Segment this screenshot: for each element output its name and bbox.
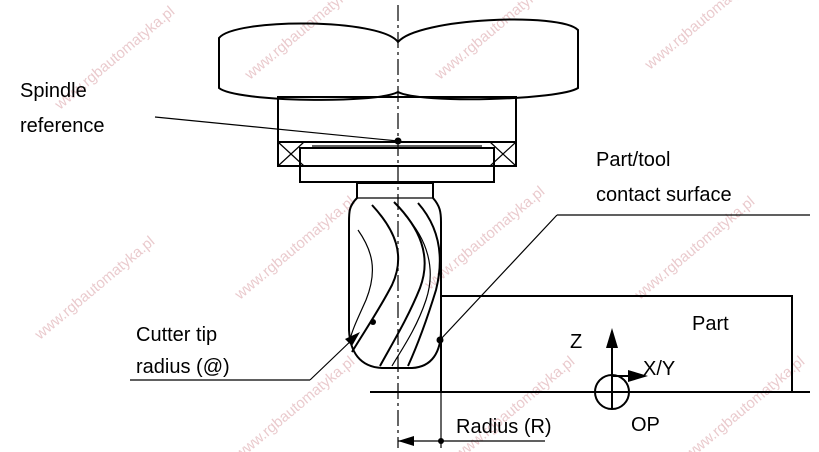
cutter-tip-label-line2: radius (@) xyxy=(136,356,230,378)
watermark-text: www.rgbautomatyka.pl xyxy=(241,0,368,84)
cutter-tip-center-point xyxy=(370,319,376,325)
cutter-tip-arrow-head xyxy=(345,332,360,346)
spindle-reference-label-line2: reference xyxy=(20,115,105,137)
z-arrow-head xyxy=(606,328,618,348)
part-block xyxy=(440,295,793,392)
watermark-text: www.rgbautomatyka.pl xyxy=(231,193,358,304)
watermark-text: www.rgbautomatyka.pl xyxy=(631,193,758,304)
xy-axis-label: X/Y xyxy=(643,358,675,380)
spindle-reference-point xyxy=(394,137,402,145)
spindle-head xyxy=(218,18,579,101)
end-mill xyxy=(348,182,442,369)
watermark-text: www.rgbautomatyka.pl xyxy=(431,0,558,84)
spindle-housing xyxy=(277,96,517,143)
radius-label: Radius (R) xyxy=(456,416,552,438)
contact-surface-label-line2: contact surface xyxy=(596,184,732,206)
watermark-layer: www.rgbautomatyka.pl www.rgbautomatyka.p… xyxy=(31,0,808,452)
watermark-text: www.rgbautomatyka.pl xyxy=(641,0,768,74)
spindle-reference-label-line1: Spindle xyxy=(20,80,87,102)
end-mill-flutes xyxy=(349,201,441,367)
cutter-tip-leader xyxy=(309,335,357,381)
cutter-tip-label-line1: Cutter tip xyxy=(136,324,217,346)
contact-surface-leader xyxy=(439,214,558,341)
spindle-reference-leader xyxy=(154,116,399,142)
watermark-text: www.rgbautomatyka.pl xyxy=(231,353,358,452)
origin-point-label: OP xyxy=(631,414,660,436)
xy-arrow-head xyxy=(628,370,648,382)
radius-arrow-head xyxy=(398,436,414,446)
contact-surface-label-line1: Part/tool xyxy=(596,149,670,171)
part-label: Part xyxy=(692,313,729,335)
contact-surface-point xyxy=(436,336,444,344)
watermark-text: www.rgbautomatyka.pl xyxy=(421,183,548,294)
watermark-text: www.rgbautomatyka.pl xyxy=(681,353,808,452)
z-axis-label: Z xyxy=(570,331,582,353)
